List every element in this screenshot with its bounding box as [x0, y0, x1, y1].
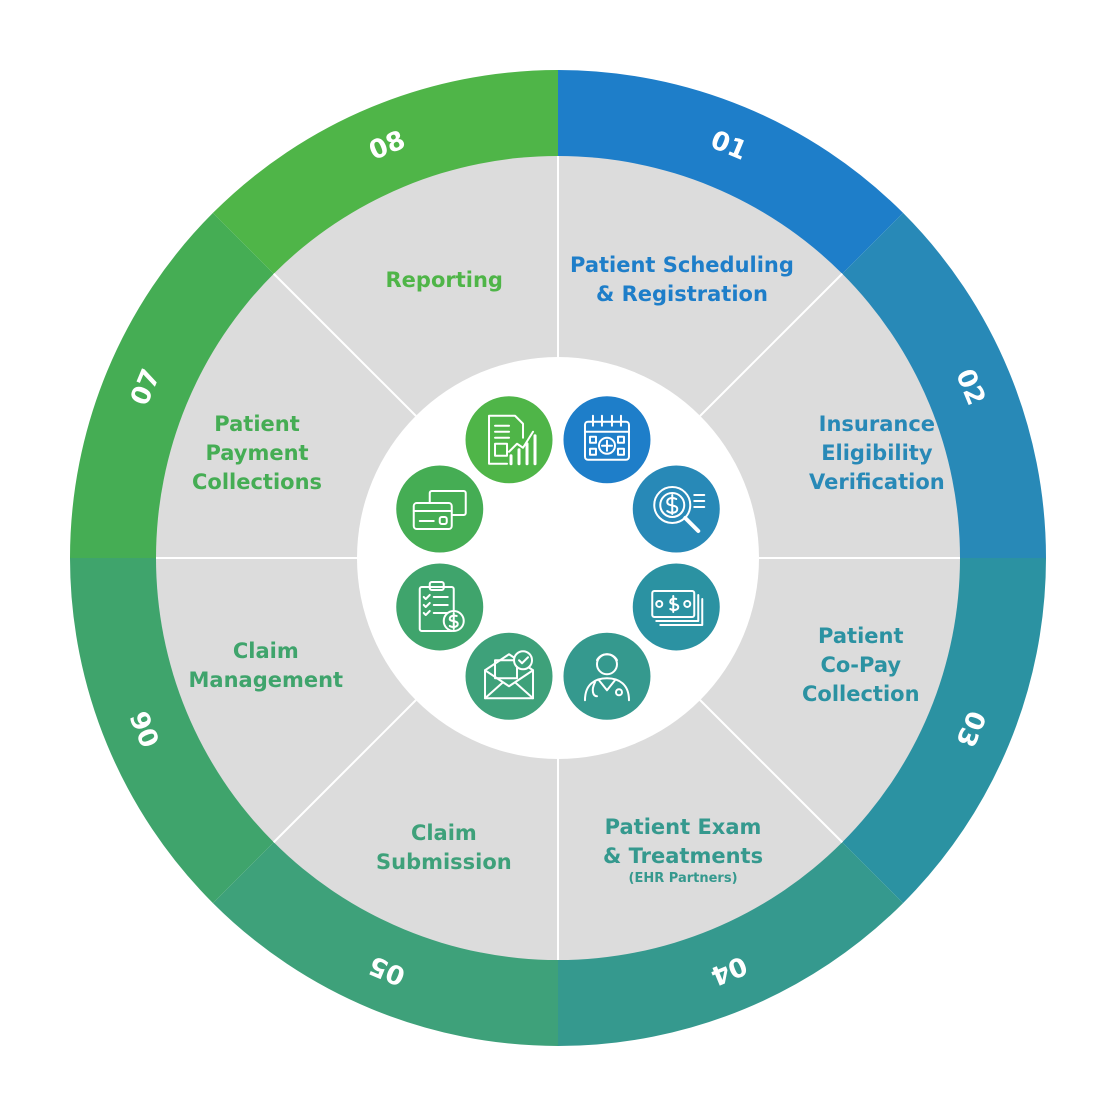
step-label-line: Patient [214, 411, 300, 436]
step-label-line: Management [188, 668, 344, 692]
envelope-check-icon [462, 629, 556, 723]
ring-segment-6 [70, 558, 276, 904]
step-label-line: Patient Scheduling [570, 253, 794, 277]
ring-segment-4 [558, 840, 904, 1046]
step-label-line: Collections [192, 469, 323, 494]
segment-divider [273, 699, 417, 843]
step-label-line: Insurance [818, 411, 936, 436]
ring-segment-7 [70, 212, 276, 558]
step-label-line: Reporting [385, 267, 503, 292]
step-label-08: Reporting [386, 266, 503, 295]
step-label-line: & Registration [595, 282, 768, 306]
ring-segment-2 [840, 212, 1046, 558]
ring-segment-5 [212, 840, 558, 1046]
step-label-line: Payment [205, 440, 309, 465]
ring-segment-8 [212, 70, 558, 276]
step-label-line: Eligibility [821, 440, 933, 465]
step-label-line: & Treatments [603, 844, 764, 868]
step-label-line: Co-Pay [820, 652, 902, 677]
step-label-01: Patient Scheduling & Registration [570, 251, 794, 309]
ring-segment-3 [840, 558, 1046, 904]
doctor-icon [560, 629, 654, 723]
report-chart-icon [462, 393, 556, 487]
step-label-line: Submission [376, 850, 512, 874]
cash-bills-icon [629, 560, 723, 654]
segment-divider [273, 273, 417, 417]
step-label-note: (EHR Partners) [628, 871, 738, 886]
step-label-line: Verification [809, 469, 945, 494]
segment-divider [699, 273, 843, 417]
step-label-line: Collection [802, 681, 920, 706]
step-label-line: Claim [410, 821, 477, 845]
clipboard-dollar-icon [393, 560, 487, 654]
step-label-line: Patient Exam [604, 815, 762, 839]
step-label-04: Patient Exam & Treatments (EHR Partners) [603, 813, 763, 887]
ring-segment-1 [558, 70, 904, 276]
magnifier-dollar-icon [629, 462, 723, 556]
step-label-line: Claim [232, 639, 299, 663]
calendar-icon [560, 393, 654, 487]
segment-divider [699, 699, 843, 843]
center-hole [357, 357, 759, 759]
step-label-line: Patient [818, 623, 904, 648]
credit-card-icon [393, 462, 487, 556]
